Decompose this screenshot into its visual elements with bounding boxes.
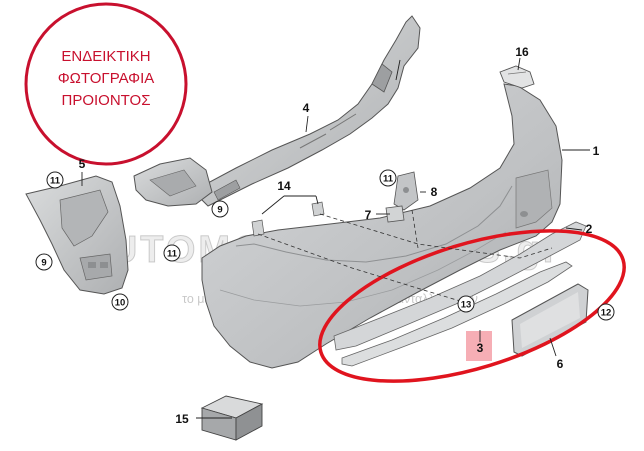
part-5-side-bracket — [25, 175, 129, 295]
svg-text:9: 9 — [41, 258, 46, 269]
callout-6: 6 — [557, 357, 564, 371]
part-8-bracket — [393, 171, 419, 211]
stamp-line-2: ΦΩΤΟΓΡΑΦΙΑ — [58, 70, 155, 87]
part-7-clip — [385, 205, 405, 223]
callout-circle-9-b: 9 — [211, 200, 229, 218]
callout-circle-11-c: 11 — [379, 169, 397, 187]
callout-16: 16 — [515, 45, 529, 59]
callout-3: 3 — [477, 341, 484, 355]
svg-text:11: 11 — [383, 174, 394, 185]
callout-circle-12: 12 — [597, 303, 615, 321]
indicative-photo-stamp: ΕΝΔΕΙΚΤΙΚΗ ΦΩΤΟΓΡΑΦΙΑ ΠΡΟΙΟΝΤΟΣ — [24, 2, 188, 166]
stamp-circle — [24, 2, 188, 166]
part-14-clips — [251, 201, 325, 237]
part-3-lower-strip — [341, 261, 573, 367]
callout-5: 5 — [79, 157, 86, 171]
highlight-ellipse — [318, 229, 626, 383]
callout-circle-9-a: 9 — [35, 253, 53, 271]
part-15-box — [200, 395, 264, 441]
svg-text:12: 12 — [601, 308, 612, 319]
callout-circle-13: 13 — [457, 295, 475, 313]
part-6-plate-panel — [511, 283, 589, 357]
callout-2: 2 — [586, 222, 593, 236]
callout-4: 4 — [303, 101, 310, 115]
callout-circle-11-b: 11 — [163, 244, 181, 262]
callout-1: 1 — [593, 144, 600, 158]
svg-text:13: 13 — [461, 300, 472, 311]
highlight-box — [466, 331, 492, 361]
stamp-line-3: ΠΡΟΙΟΝΤΟΣ — [61, 92, 150, 109]
callout-14: 14 — [277, 179, 291, 193]
dashed-guides — [257, 209, 553, 305]
svg-text:11: 11 — [167, 249, 178, 260]
svg-text:11: 11 — [50, 176, 61, 187]
stamp-line-1: ΕΝΔΕΙΚΤΙΚΗ — [61, 48, 150, 65]
part-16-clip — [499, 65, 535, 89]
callout-8: 8 — [431, 185, 438, 199]
part-4-carrier — [197, 15, 421, 207]
callout-7: 7 — [365, 208, 372, 222]
svg-text:9: 9 — [217, 205, 222, 216]
part-center-bracket — [133, 157, 213, 207]
leader-lines — [81, 57, 590, 419]
callout-15: 15 — [175, 412, 189, 426]
callout-circle-10: 10 — [111, 293, 129, 311]
callout-circle-11-a: 11 — [46, 171, 64, 189]
circled-callouts: 11 9 10 9 11 11 13 12 — [35, 169, 615, 321]
svg-text:10: 10 — [115, 298, 126, 309]
